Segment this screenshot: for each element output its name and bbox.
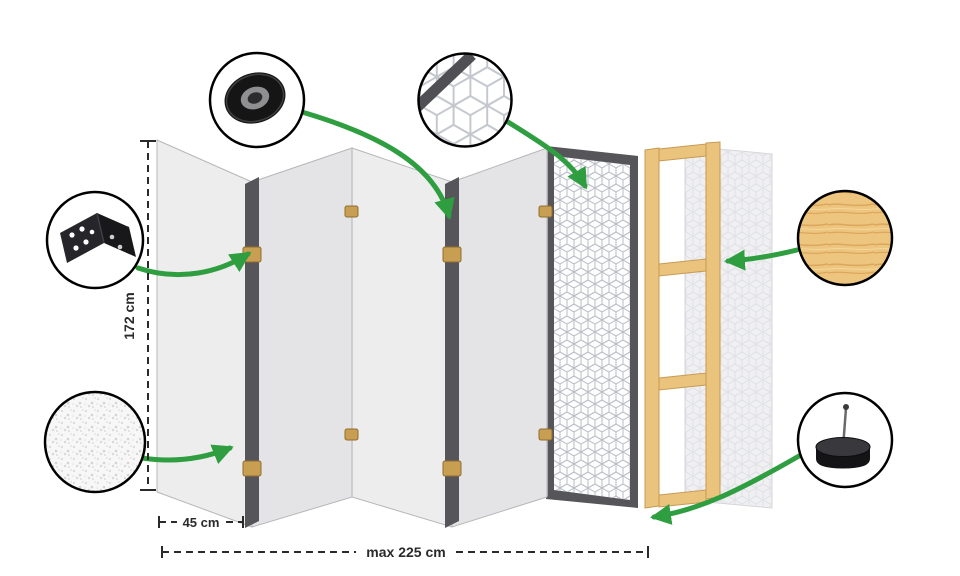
frame-rung [658,258,707,277]
hinge-2-3-bottom [344,428,359,441]
hinge-1-2-bottom [242,460,262,477]
frame-rung [658,143,707,162]
fold-edge-3-4 [445,177,459,528]
panel-width-dimension-label: 45 cm [183,515,220,530]
hinge-2-3-top [344,205,359,218]
exploded-construction [644,141,773,509]
frame-right-rail [705,141,721,500]
callout-tape [208,51,306,149]
hinge-3-4-bottom [442,460,462,477]
callout-fleece [43,390,147,494]
frame-left-rail [644,147,660,509]
panel-5-pattern [554,156,630,500]
fleece-sheet [684,145,773,509]
panel-1 [156,139,253,528]
fleece-texture-icon [45,392,145,492]
arrow-feltpad-to-base [650,453,802,525]
arrow-fleece-to-screen [139,444,234,465]
dimension-total-width: max 225 cm [161,544,649,560]
panel-3 [351,147,453,528]
felt-pad-icon [815,404,871,469]
hinge-3-4-top [442,246,462,263]
folding-screen [156,139,638,528]
arrow-pattern-to-panel [505,119,588,190]
callout-arrows [135,109,802,525]
arrow-wood-to-frame [724,247,800,271]
frame-rung [658,372,707,391]
callout-felt-pad [796,391,894,489]
wooden-frame [644,141,721,509]
arrow-tape-to-hinge [299,109,455,220]
hinge-4-5-top [538,205,553,218]
dimension-height: 172 cm [121,140,156,491]
callout-hinge [45,190,145,290]
dimension-panel-width: 45 cm [158,515,244,530]
height-dimension-label: 172 cm [121,292,137,339]
callout-pattern-detail [417,52,513,148]
panel-2 [251,147,353,528]
pine-wood-texture-icon [798,191,892,285]
metal-hinge-icon [60,212,136,263]
tape-roll-icon [224,72,286,124]
callout-wood [796,189,894,287]
arrow-hinge-to-screen [135,251,252,278]
panel-5-printed [546,146,638,508]
panel-corner-edge [418,53,476,116]
total-width-dimension-label: max 225 cm [366,544,445,560]
panel-4 [451,147,548,528]
hinge-4-5-bottom [538,428,553,441]
